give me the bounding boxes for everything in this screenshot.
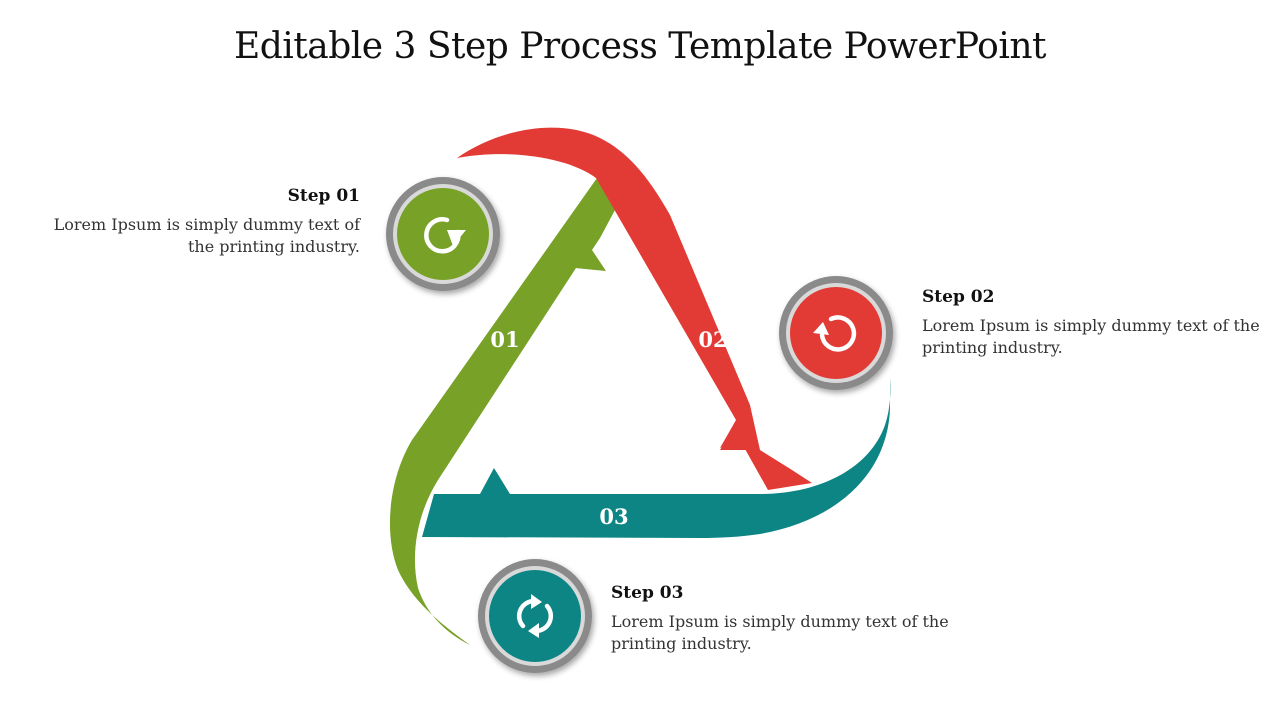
step3-description: Lorem Ipsum is simply dummy text of the …: [611, 612, 949, 653]
step1-circle: [386, 177, 500, 291]
step2-number: 02: [698, 327, 727, 352]
step2-text-block: Step 02 Lorem Ipsum is simply dummy text…: [922, 287, 1262, 359]
step1-text-block: Step 01 Lorem Ipsum is simply dummy text…: [40, 186, 360, 258]
green-arrow: [389, 178, 615, 645]
step2-heading: Step 02: [922, 287, 995, 307]
sync-arrows-icon: [517, 594, 553, 638]
step2-circle: [779, 276, 893, 390]
page-title: Editable 3 Step Process Template PowerPo…: [233, 26, 1047, 67]
rotate-counterclockwise-icon: [813, 315, 857, 352]
step3-number: 03: [599, 504, 628, 529]
step1-number: 01: [490, 327, 519, 352]
teal-arrow: [422, 378, 891, 538]
step3-heading: Step 03: [611, 583, 684, 603]
step1-description: Lorem Ipsum is simply dummy text of the …: [53, 215, 360, 256]
step1-heading: Step 01: [287, 186, 360, 206]
rotate-clockwise-icon: [424, 217, 466, 254]
step3-text-block: Step 03 Lorem Ipsum is simply dummy text…: [611, 583, 951, 655]
red-arrow: [457, 127, 812, 490]
step2-description: Lorem Ipsum is simply dummy text of the …: [922, 316, 1260, 357]
step3-circle: [478, 559, 592, 673]
